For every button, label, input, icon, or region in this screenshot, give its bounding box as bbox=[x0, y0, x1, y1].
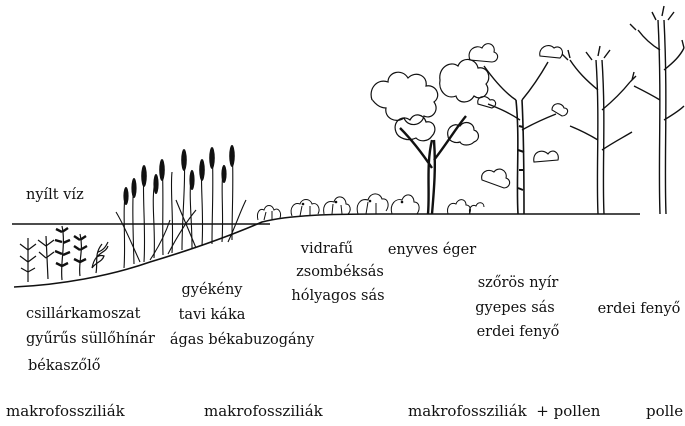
submerged-plant-2: gyűrűs süllőhínár bbox=[26, 331, 155, 348]
birch-tree bbox=[469, 44, 568, 214]
birch-plant-3: erdei fenyő bbox=[477, 324, 560, 341]
evidence-reed: makrofossziliák bbox=[204, 402, 323, 420]
sedge-plant-3: hólyagos sás bbox=[291, 288, 384, 305]
sedge-plant-1: vidrafű bbox=[301, 241, 353, 258]
evidence-pine: polle bbox=[646, 402, 683, 420]
birch-plant-1: szőrös nyír bbox=[478, 275, 559, 292]
submerged-plant-1: csillárkamoszat bbox=[26, 306, 141, 323]
reed-belt bbox=[116, 145, 246, 268]
pine-trees bbox=[562, 6, 684, 214]
reed-plant-1: gyékény bbox=[182, 282, 243, 299]
pine-label: erdei fenyő bbox=[598, 301, 681, 318]
reed-plant-3: ágas békabuzogány bbox=[170, 332, 314, 349]
birch-plant-2: gyepes sás bbox=[475, 300, 555, 317]
alder-tree bbox=[371, 59, 489, 214]
evidence-water: makrofossziliák bbox=[6, 402, 125, 420]
sedge-plant-2: zsombéksás bbox=[296, 264, 384, 281]
submerged-plants bbox=[20, 226, 108, 282]
sedge-tussocks bbox=[257, 194, 484, 220]
alder-label: enyves éger bbox=[388, 242, 476, 259]
reed-plant-2: tavi káka bbox=[179, 307, 246, 324]
submerged-plant-3: békaszőlő bbox=[28, 358, 100, 375]
evidence-forest: makrofossziliák + pollen bbox=[408, 402, 600, 420]
open-water-label: nyílt víz bbox=[26, 187, 84, 204]
